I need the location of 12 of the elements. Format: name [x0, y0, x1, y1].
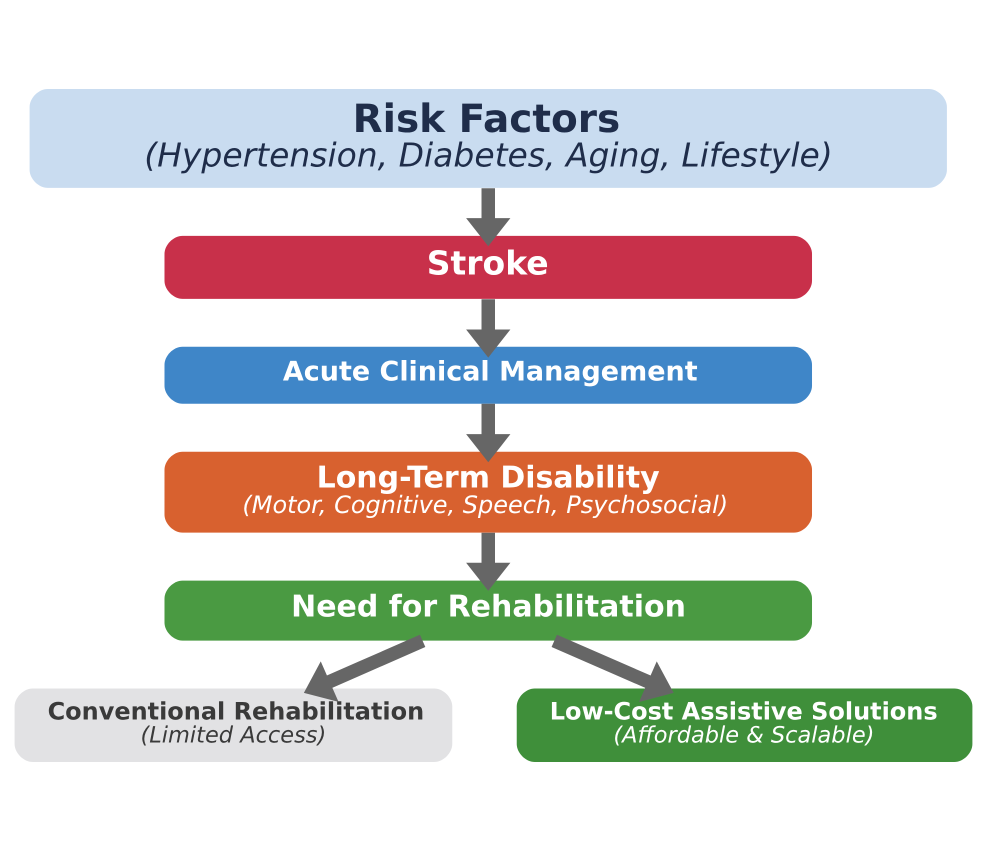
- arrow: [304, 634, 426, 702]
- arrow: [466, 403, 510, 462]
- node-box: Risk Factors (Hypertension, Diabetes, Aging, Lifestyle): [30, 88, 947, 188]
- arrow: [466, 298, 510, 358]
- arrow: [466, 188, 510, 246]
- node-box: Acute Clinical Management: [164, 346, 812, 404]
- node-box: Conventional Rehabilitation (Limited Access): [14, 688, 452, 762]
- node-box: Need for Rehabilitation: [164, 580, 812, 640]
- node-box: Long-Term Disability (Motor, Cognitive, Speech, Psychosocial): [164, 451, 812, 532]
- node-box: Stroke: [164, 235, 812, 298]
- arrow: [466, 532, 510, 590]
- node-box: Low-Cost Assistive Solutions (Affordable & Scalable): [516, 688, 972, 762]
